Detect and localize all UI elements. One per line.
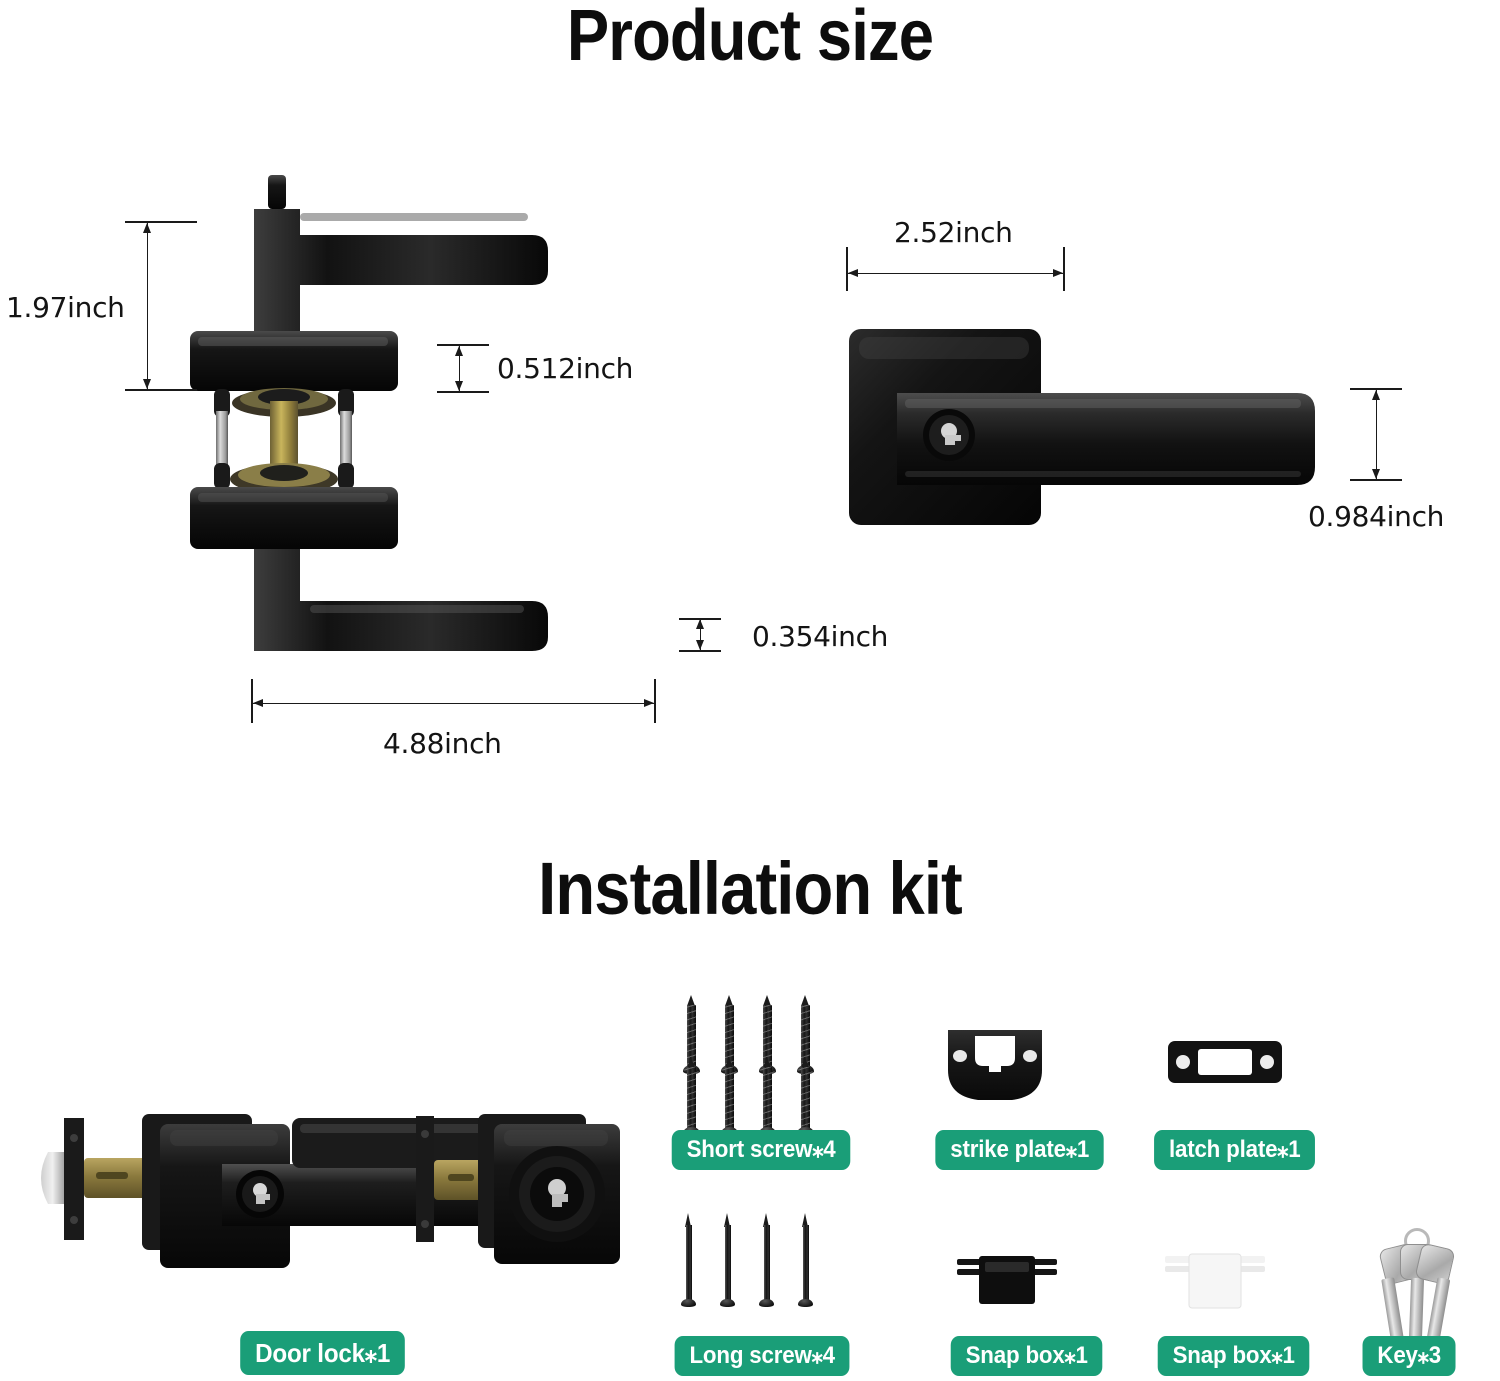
latch-plate-image <box>1168 1041 1282 1083</box>
lever-front-view-image <box>849 329 1315 525</box>
kit-label-key: Key⁎3 <box>1362 1336 1456 1376</box>
lever-side-view-image <box>190 175 548 651</box>
short-screw-group <box>683 995 814 1136</box>
dimension-label-lever-length: 4.88inch <box>383 727 502 760</box>
dimension-label-lever-thickness: 0.354inch <box>752 620 889 653</box>
kit-label-snap-box-white: Snap box⁎1 <box>1157 1336 1310 1376</box>
dimension-label-rose-width: 2.52inch <box>894 216 1013 249</box>
page-title-installation-kit: Installation kit <box>538 847 963 930</box>
dimension-label-rose-height: 0.984inch <box>1308 500 1445 533</box>
strike-plate-image <box>948 1030 1042 1100</box>
kit-label-latch-plate: latch plate⁎1 <box>1154 1130 1316 1170</box>
kit-label-long-screw: Long screw⁎4 <box>674 1336 850 1376</box>
dimension-label-lever-height: 1.97inch <box>6 291 125 324</box>
dimension-label-rose-thickness: 0.512inch <box>497 352 634 385</box>
kit-label-short-screw: Short screw⁎4 <box>671 1130 851 1170</box>
kit-label-snap-box-black: Snap box⁎1 <box>950 1336 1103 1376</box>
kit-label-door-lock: Door lock⁎1 <box>240 1331 405 1375</box>
door-lock-assembly-image <box>41 1114 620 1268</box>
key-set-image <box>1374 1228 1470 1341</box>
page-title-product-size: Product size <box>566 0 934 76</box>
snap-box-white-image <box>1165 1253 1265 1309</box>
long-screw-group <box>681 1213 813 1313</box>
kit-label-strike-plate: strike plate⁎1 <box>935 1130 1104 1170</box>
snap-box-black-image <box>957 1256 1057 1304</box>
